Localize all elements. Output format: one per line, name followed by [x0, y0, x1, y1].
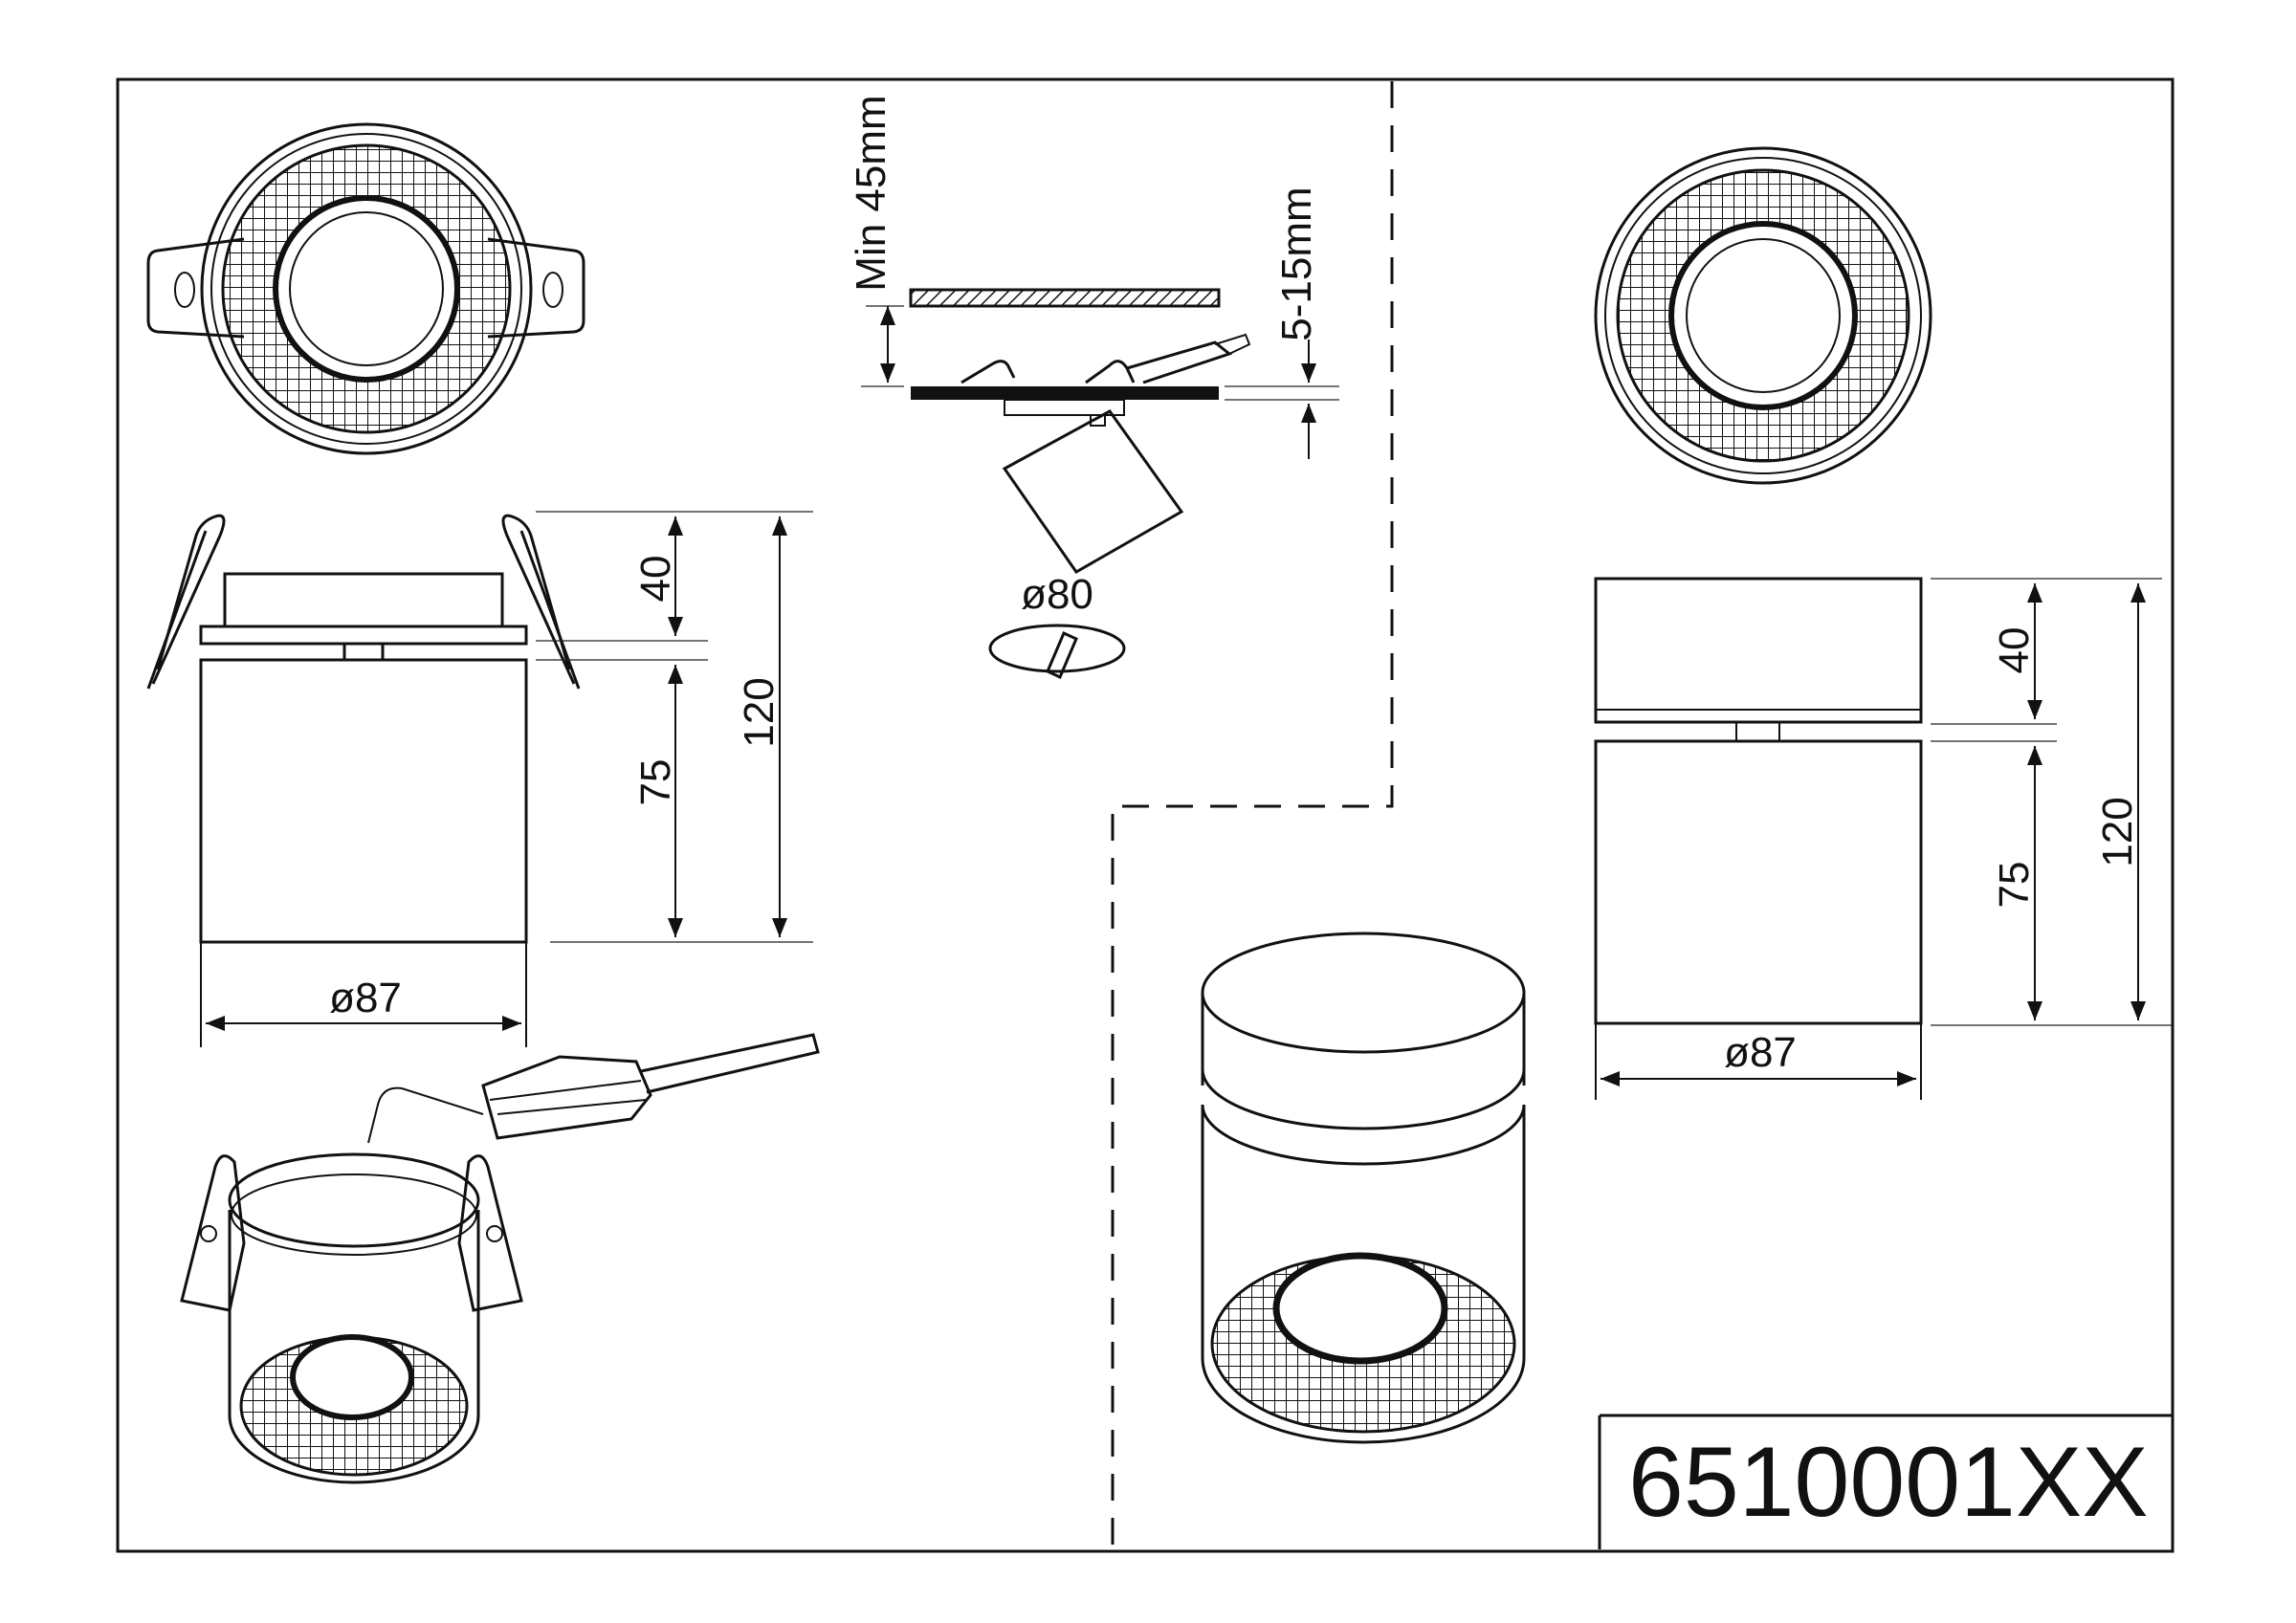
surface-dim-body-height: 75 [1991, 862, 2038, 909]
surface-side-view: 40 75 120 ø87 [1594, 577, 2172, 1100]
min-depth-label: Min 45mm [848, 95, 894, 291]
section-divider [1111, 81, 1394, 1549]
surface-dim-total-height: 120 [2094, 797, 2141, 866]
ceiling-thickness-label: 5-15mm [1273, 186, 1320, 340]
surface-dim-top-height: 40 [1991, 627, 2038, 674]
product-code: 6510001XX [1628, 1427, 2149, 1538]
recessed-dim-total-height: 120 [736, 677, 783, 747]
recessed-side-view: 40 75 120 ø87 [146, 511, 813, 1047]
recessed-dim-top-height: 40 [632, 556, 679, 603]
recessed-top-view [146, 122, 585, 455]
installation-detail: Min 45mm 5-15mm ø80 [848, 95, 1339, 680]
sheet-frame [116, 77, 2175, 1553]
recessed-iso-view [180, 1033, 820, 1484]
cutout-diameter-label: ø80 [1021, 571, 1093, 618]
surface-dim-diameter: ø87 [1724, 1029, 1797, 1076]
recessed-dim-body-height: 75 [632, 759, 679, 806]
surface-top-view [1594, 146, 1932, 485]
surface-iso-view [1201, 932, 1526, 1444]
recessed-dim-diameter: ø87 [329, 975, 402, 1021]
title-block: 6510001XX [1598, 1414, 2172, 1549]
